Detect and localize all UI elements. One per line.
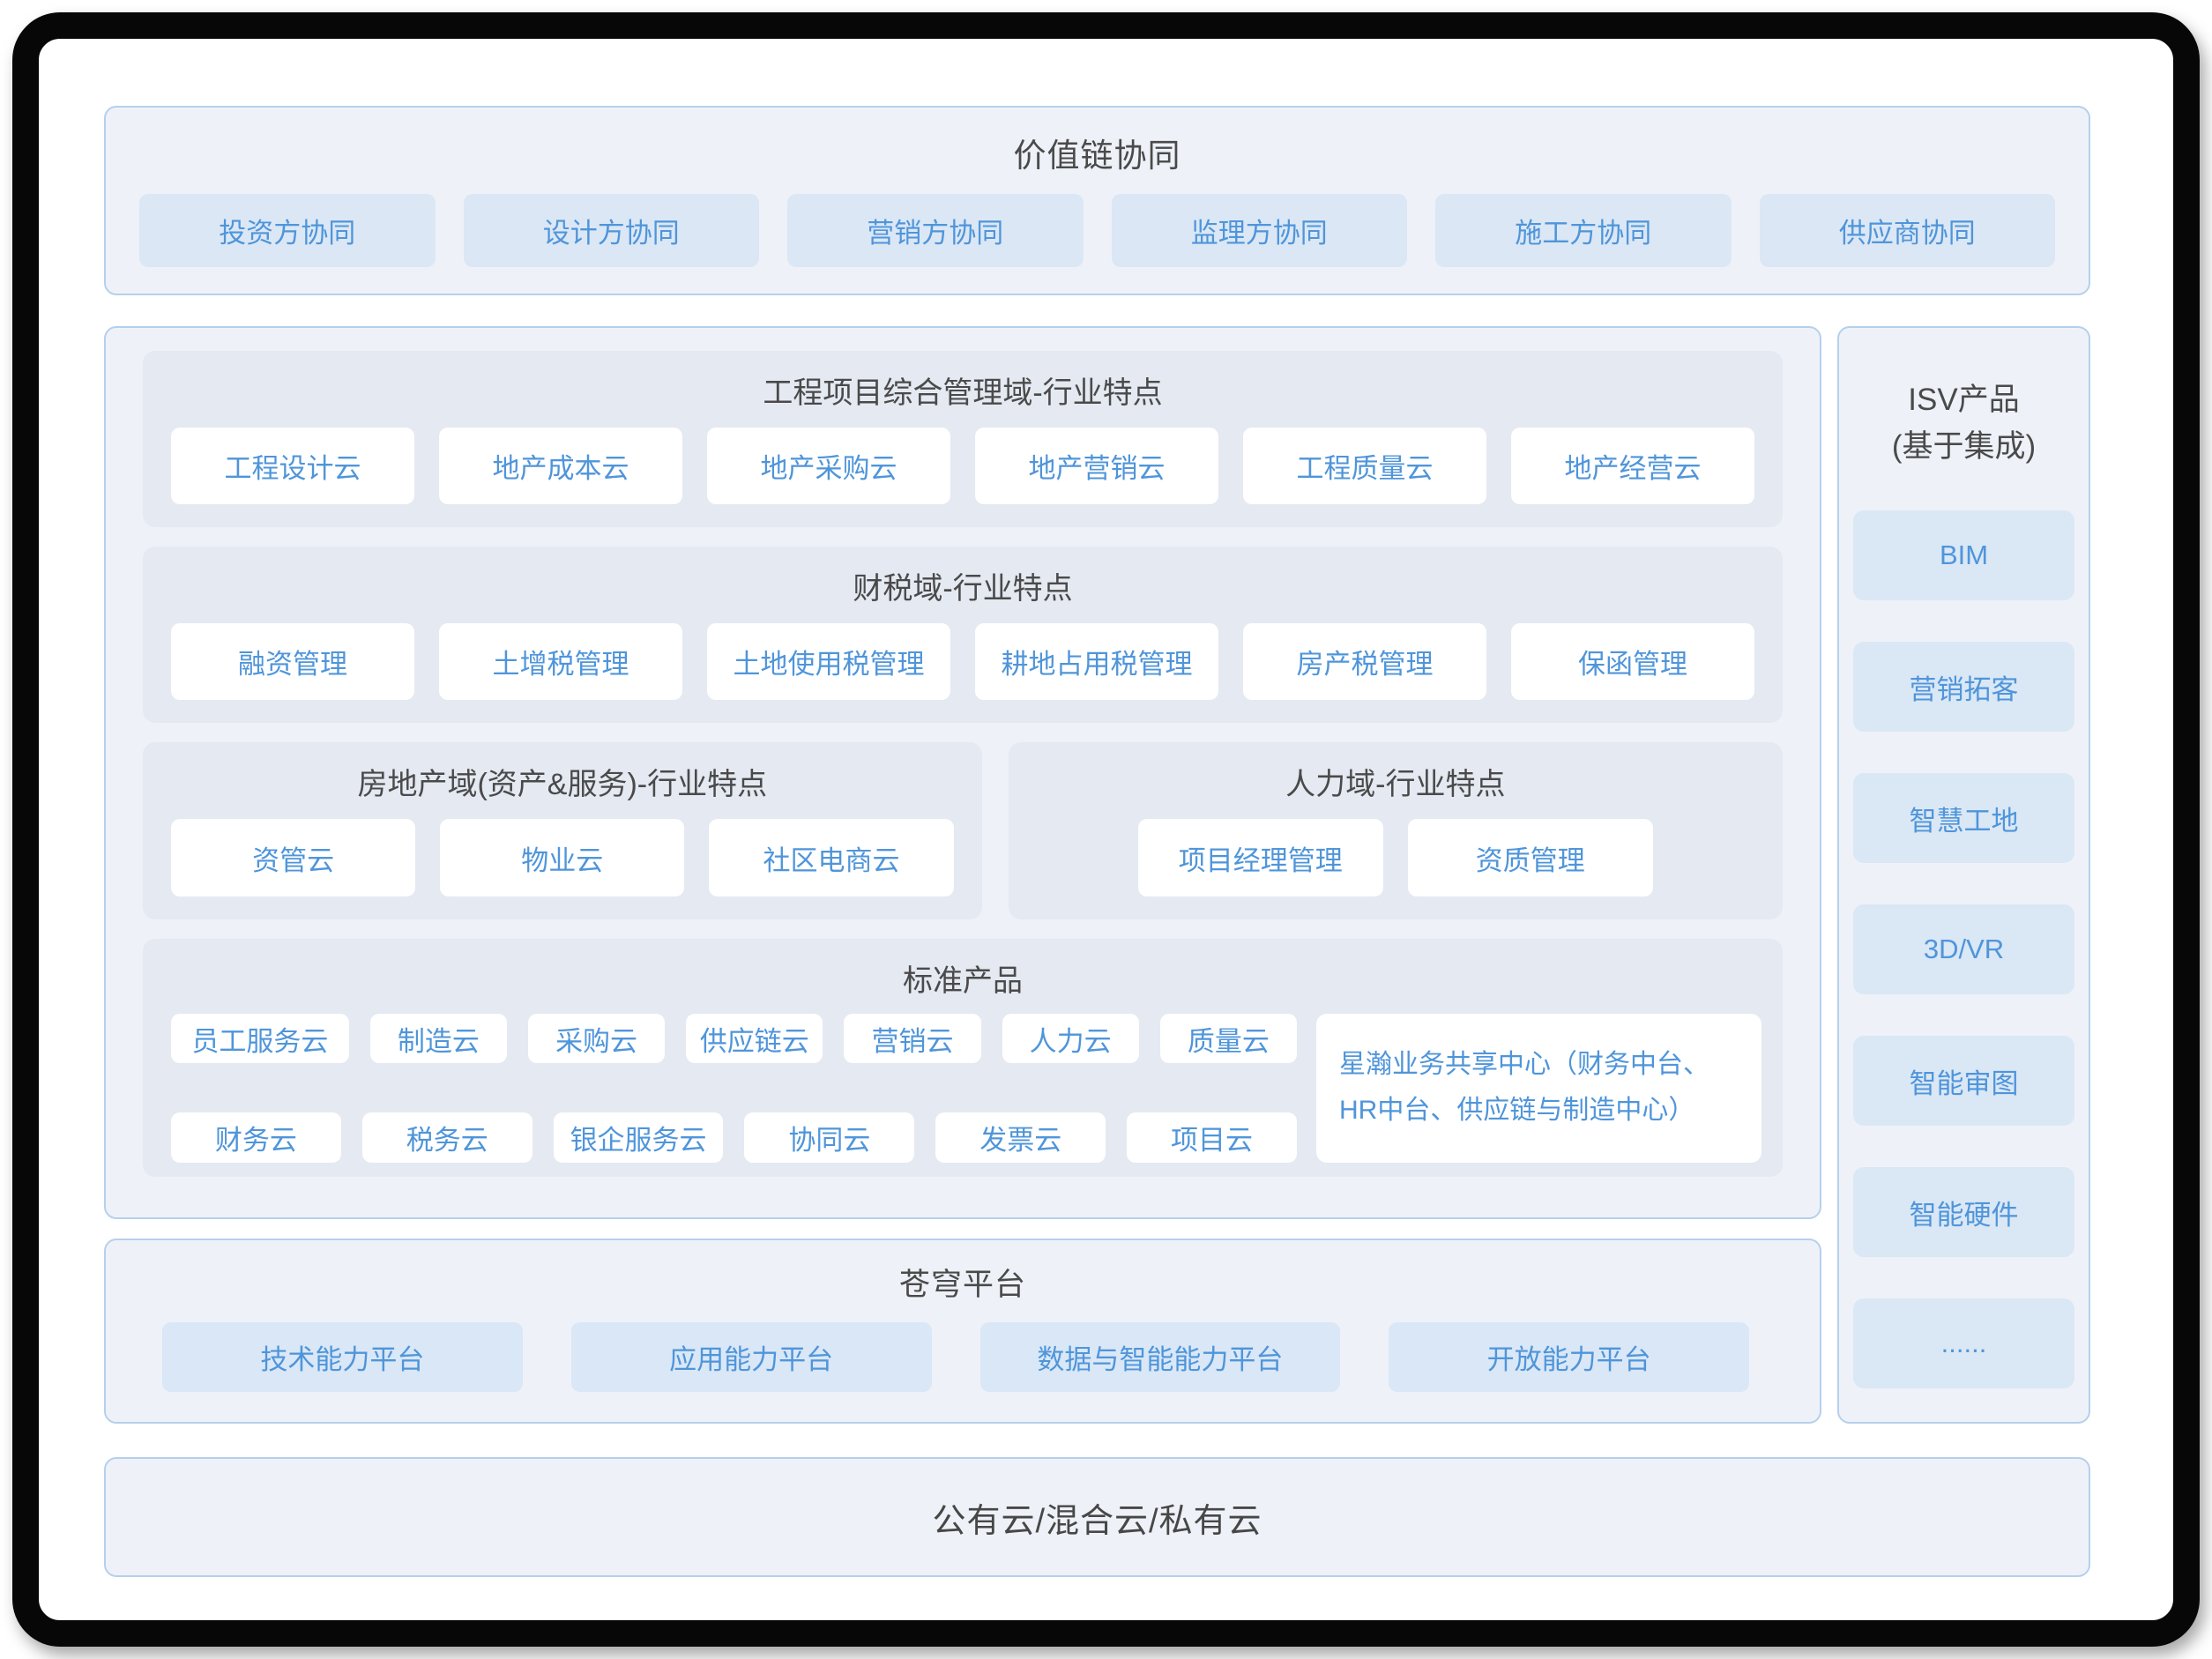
domain-product-chip: 物业云 bbox=[440, 819, 685, 896]
standard-product-chip: 人力云 bbox=[1002, 1013, 1139, 1064]
diagram-content: 价值链协同 投资方协同 设计方协同 营销方协同 监理方协同 施工方协同 供应商协… bbox=[104, 106, 2090, 1580]
standard-product-chip: 员工服务云 bbox=[171, 1013, 349, 1064]
domain-product-chip: 资质管理 bbox=[1407, 819, 1653, 896]
domain-product-chip: 耕地占用税管理 bbox=[975, 623, 1218, 701]
standard-products-row: 财务云 税务云 银企服务云 协同云 发票云 项目云 bbox=[171, 1112, 1297, 1164]
domain-chip-row: 融资管理 土增税管理 土地使用税管理 耕地占用税管理 房产税管理 保函管理 bbox=[143, 607, 1783, 723]
standard-product-chip: 采购云 bbox=[527, 1013, 666, 1064]
platform-capability-chip: 应用能力平台 bbox=[570, 1322, 932, 1392]
domain-product-chip: 保函管理 bbox=[1511, 623, 1754, 701]
domain-product-chip: 土地使用税管理 bbox=[707, 623, 950, 701]
isv-product-chip: 营销拓客 bbox=[1853, 642, 2074, 732]
platform-capability-chip: 技术能力平台 bbox=[162, 1322, 523, 1392]
domain-product-chip: 工程设计云 bbox=[171, 428, 414, 505]
value-chain-row: 投资方协同 设计方协同 营销方协同 监理方协同 施工方协同 供应商协同 bbox=[106, 176, 2089, 294]
platform-capability-chip: 开放能力平台 bbox=[1389, 1322, 1749, 1392]
isv-product-chip: ...... bbox=[1853, 1298, 2074, 1388]
finance-tax-domain: 财税域-行业特点 融资管理 土增税管理 土地使用税管理 耕地占用税管理 房产税管… bbox=[143, 547, 1783, 724]
standard-product-chip: 质量云 bbox=[1159, 1013, 1297, 1064]
industry-domains-section: 工程项目综合管理域-行业特点 工程设计云 地产成本云 地产采购云 地产营销云 工… bbox=[104, 326, 1821, 1219]
standard-products-grid: 员工服务云 制造云 采购云 供应链云 营销云 人力云 质量云 财务云 bbox=[171, 1013, 1297, 1164]
value-chain-item: 营销方协同 bbox=[787, 194, 1084, 267]
standard-product-chip: 银企服务云 bbox=[553, 1112, 724, 1164]
standard-products-title: 标准产品 bbox=[903, 963, 1023, 998]
domain-title: 房地产域(资产&服务)-行业特点 bbox=[357, 768, 768, 802]
domain-chip-row: 项目经理管理 资质管理 bbox=[1009, 803, 1783, 919]
isv-product-chip: 智能硬件 bbox=[1853, 1167, 2074, 1257]
standard-product-chip: 财务云 bbox=[171, 1112, 341, 1164]
isv-product-chip: 3D/VR bbox=[1853, 904, 2074, 994]
standard-product-chip: 税务云 bbox=[361, 1112, 533, 1164]
domain-product-chip: 项目经理管理 bbox=[1137, 819, 1383, 896]
standard-product-chip: 项目云 bbox=[1127, 1112, 1297, 1164]
standard-product-chip: 营销云 bbox=[844, 1013, 981, 1064]
left-column: 工程项目综合管理域-行业特点 工程设计云 地产成本云 地产采购云 地产营销云 工… bbox=[104, 326, 1821, 1424]
domain-product-chip: 土增税管理 bbox=[439, 623, 682, 701]
isv-title-line1: ISV产品 bbox=[1908, 383, 2020, 417]
platform-capability-chip: 数据与智能能力平台 bbox=[979, 1322, 1341, 1392]
standard-product-chip: 发票云 bbox=[935, 1112, 1106, 1164]
domain-product-chip: 地产经营云 bbox=[1511, 428, 1754, 505]
value-chain-item: 施工方协同 bbox=[1435, 194, 1732, 267]
domain-product-chip: 地产成本云 bbox=[439, 428, 682, 505]
standard-product-chip: 供应链云 bbox=[686, 1013, 823, 1064]
isv-title: ISV产品 (基于集成) bbox=[1853, 377, 2074, 470]
domain-product-chip: 工程质量云 bbox=[1243, 428, 1486, 505]
domain-title: 工程项目综合管理域-行业特点 bbox=[763, 376, 1163, 410]
domain-chip-row: 工程设计云 地产成本云 地产采购云 地产营销云 工程质量云 地产经营云 bbox=[143, 412, 1783, 527]
isv-section: ISV产品 (基于集成) BIM 营销拓客 智慧工地 3D/VR 智能审图 智能… bbox=[1837, 326, 2090, 1424]
standard-products-panel: 标准产品 员工服务云 制造云 采购云 供应链云 营销云 人力云 bbox=[143, 938, 1783, 1178]
domain-product-chip: 房产税管理 bbox=[1243, 623, 1486, 701]
value-chain-item: 监理方协同 bbox=[1111, 194, 1407, 267]
isv-product-chip: 智慧工地 bbox=[1853, 773, 2074, 863]
business-shared-center-block: 星瀚业务共享中心（财务中台、HR中台、供应链与制造中心） bbox=[1316, 1013, 1761, 1164]
value-chain-item: 设计方协同 bbox=[463, 194, 759, 267]
domain-title: 人力域-行业特点 bbox=[1285, 768, 1506, 802]
domain-product-chip: 融资管理 bbox=[171, 623, 414, 701]
domain-chip-row: 资管云 物业云 社区电商云 bbox=[143, 803, 982, 919]
domain-product-chip: 资管云 bbox=[171, 819, 416, 896]
isv-product-chip: 智能审图 bbox=[1853, 1036, 2074, 1126]
value-chain-item: 供应商协同 bbox=[1759, 194, 2055, 267]
value-chain-item: 投资方协同 bbox=[139, 194, 436, 267]
value-chain-section: 价值链协同 投资方协同 设计方协同 营销方协同 监理方协同 施工方协同 供应商协… bbox=[104, 106, 2090, 295]
human-resources-domain: 人力域-行业特点 项目经理管理 资质管理 bbox=[1008, 742, 1783, 919]
domain-product-chip: 社区电商云 bbox=[709, 819, 954, 896]
real-estate-domain: 房地产域(资产&服务)-行业特点 资管云 物业云 社区电商云 bbox=[143, 742, 982, 919]
middle-area: 工程项目综合管理域-行业特点 工程设计云 地产成本云 地产采购云 地产营销云 工… bbox=[104, 326, 2090, 1424]
platform-title: 苍穹平台 bbox=[898, 1268, 1026, 1302]
project-management-domain: 工程项目综合管理域-行业特点 工程设计云 地产成本云 地产采购云 地产营销云 工… bbox=[143, 351, 1783, 528]
standard-products-body: 员工服务云 制造云 采购云 供应链云 营销云 人力云 质量云 财务云 bbox=[143, 1000, 1783, 1177]
domain-title: 财税域-行业特点 bbox=[853, 572, 1073, 606]
cloud-deployment-bar: 公有云/混合云/私有云 bbox=[104, 1457, 2090, 1577]
standard-product-chip: 制造云 bbox=[369, 1013, 507, 1064]
value-chain-title: 价值链协同 bbox=[1013, 138, 1181, 174]
platform-chip-row: 技术能力平台 应用能力平台 数据与智能能力平台 开放能力平台 bbox=[106, 1305, 1820, 1422]
platform-section: 苍穹平台 技术能力平台 应用能力平台 数据与智能能力平台 开放能力平台 bbox=[104, 1239, 1821, 1424]
isv-chip-list: BIM 营销拓客 智慧工地 3D/VR 智能审图 智能硬件 ...... bbox=[1853, 510, 2074, 1388]
domain-product-chip: 地产采购云 bbox=[707, 428, 950, 505]
isv-product-chip: BIM bbox=[1853, 510, 2074, 600]
standard-product-chip: 协同云 bbox=[744, 1112, 915, 1164]
isv-title-line2: (基于集成) bbox=[1891, 428, 2037, 464]
domain-product-chip: 地产营销云 bbox=[975, 428, 1218, 505]
split-domain-row: 房地产域(资产&服务)-行业特点 资管云 物业云 社区电商云 人力域-行业特点 … bbox=[143, 742, 1783, 919]
standard-products-row: 员工服务云 制造云 采购云 供应链云 营销云 人力云 质量云 bbox=[171, 1013, 1297, 1064]
